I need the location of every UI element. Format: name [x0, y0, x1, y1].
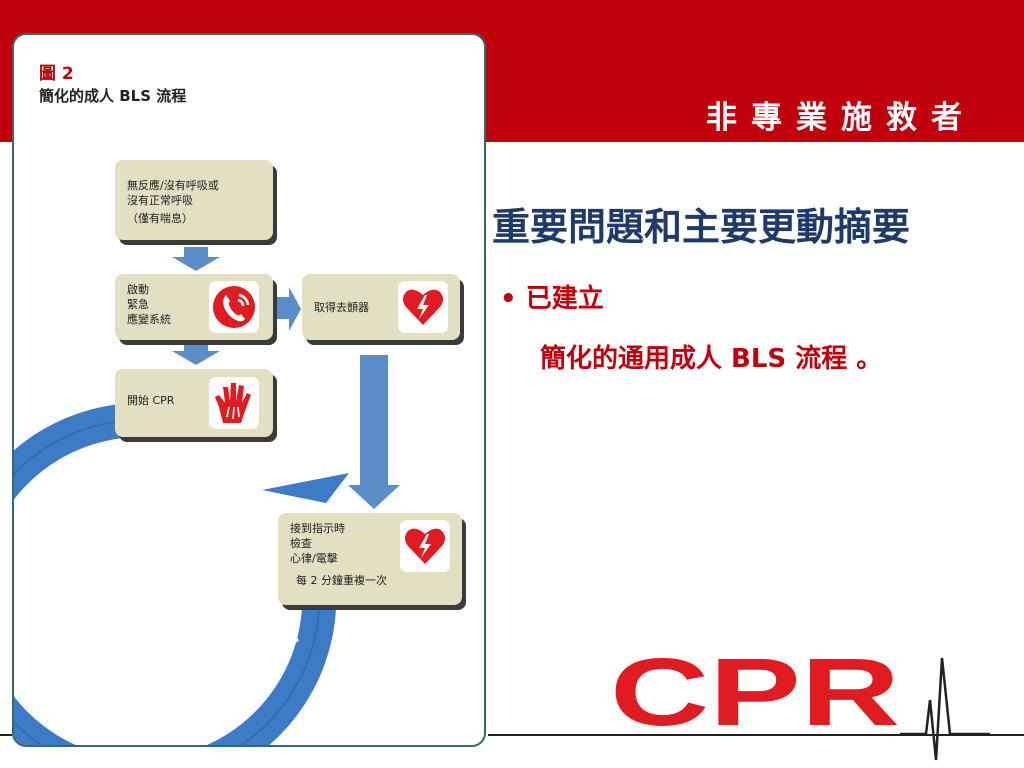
bullet-text: 已建立 [525, 284, 604, 314]
step-no-response-line1: 無反應/沒有呼吸或 [127, 179, 219, 192]
step-get-aed: 取得去顫器 [302, 274, 460, 340]
step-no-response: 無反應/沒有呼吸或 沒有正常呼吸 （僅有喘息） [115, 160, 273, 240]
ring-dot: • [176, 675, 191, 700]
step-check-line3: 心律/電擊 [290, 552, 338, 565]
arrow-long-down [348, 355, 400, 509]
step-no-response-line2: 沒有正常呼吸 [127, 194, 193, 207]
aed-heart-icon [400, 520, 450, 572]
step-get-aed-label: 取得去顫器 [314, 301, 369, 314]
arrow-down-2 [172, 341, 220, 365]
bls-figure-card: 圖 2 簡化的成人 BLS 流程 無反應/沒有呼吸或 沒有正常呼吸 （僅有喘息）… [12, 33, 486, 747]
step-check-rhythm: 接到指示時 檢查 心律/電擊 每 2 分鐘重複一次 [278, 513, 462, 605]
cpr-logo: CPR [610, 650, 990, 761]
step-activate-line1: 啟動 [127, 283, 149, 296]
bullet-detail: 簡化的通用成人 BLS 流程 。 [540, 344, 883, 374]
bottom-rule-left [0, 734, 12, 736]
step-check-line1: 接到指示時 [290, 522, 345, 535]
slide-title: 重要問題和主要更動摘要 [492, 205, 911, 249]
step-check-line2: 檢查 [290, 537, 312, 550]
bullet-marker: • [500, 284, 517, 314]
compression-ring [14, 247, 400, 745]
aed-heart-icon [398, 281, 448, 333]
ring-arrowhead [262, 473, 349, 503]
heartbeat-line [900, 657, 990, 761]
step-activate-line3: 應變系統 [127, 313, 171, 326]
arrow-right [277, 287, 301, 331]
figure-title: 簡化的成人 BLS 流程 [39, 87, 187, 105]
figure-number: 圖 2 [39, 64, 74, 84]
step-activate: 啟動 緊急 應變系統 [115, 274, 273, 340]
slide-subtitle: 非專業施救者 [706, 100, 976, 136]
arrow-down-1 [172, 247, 220, 271]
phone-icon [209, 281, 259, 333]
bullet-item: • 已建立 [500, 278, 604, 315]
step-repeat-label: 每 2 分鐘重複一次 [296, 574, 387, 587]
step-start-cpr: 開始 CPR [115, 369, 273, 437]
step-no-response-line3: （僅有喘息） [127, 212, 193, 225]
logo-text: CPR [610, 650, 900, 746]
bottom-rule-right [488, 734, 1024, 736]
hands-icon [209, 377, 259, 429]
step-start-cpr-label: 開始 CPR [127, 394, 175, 407]
step-activate-line2: 緊急 [127, 298, 149, 311]
